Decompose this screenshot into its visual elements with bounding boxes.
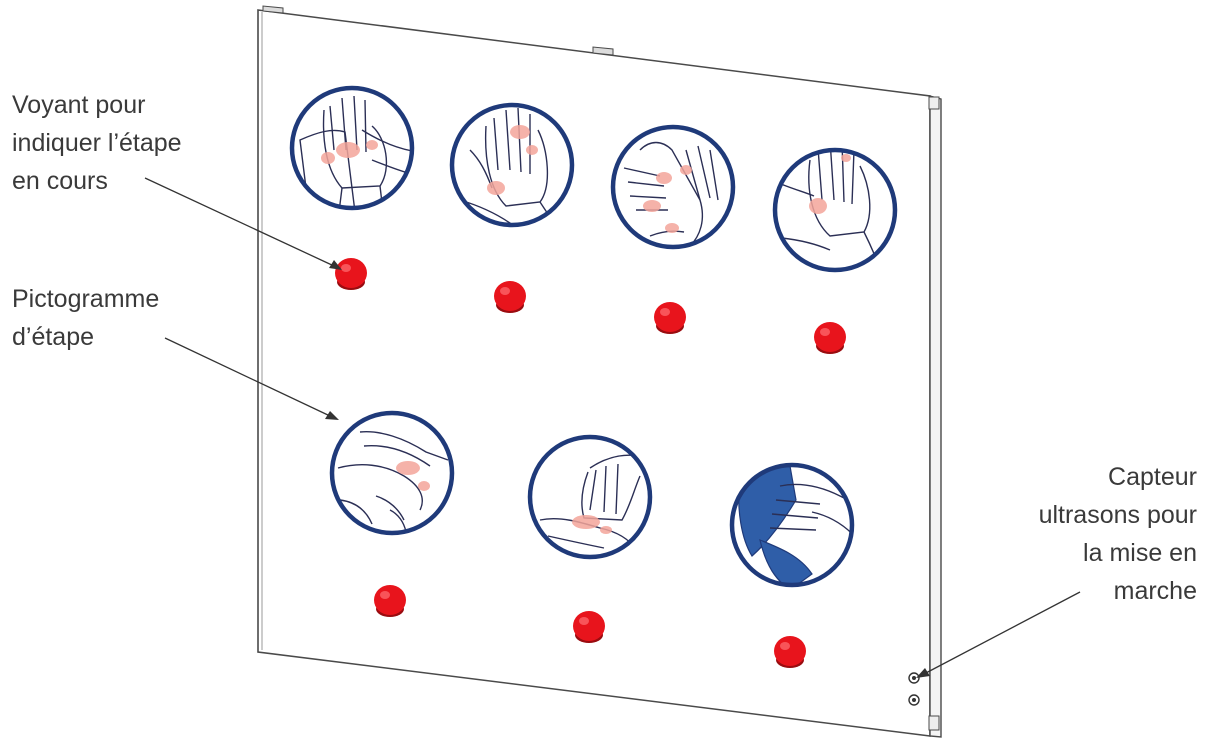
arrowhead-indicator <box>329 260 342 270</box>
interlaced-fingers-icon <box>610 124 736 250</box>
thumb-rub-icon <box>329 410 455 536</box>
led-indicator-icon <box>573 611 605 643</box>
led-indicator-icon <box>335 258 367 290</box>
callout-indicator-label: Voyant pour indiquer l’étape en cours <box>12 86 182 200</box>
corner-bracket-bottom <box>928 715 940 731</box>
panel-edge <box>929 95 942 738</box>
led-indicator-icon <box>654 302 686 334</box>
arrowhead-pictogram <box>325 411 339 420</box>
callout-sensor-line-3: la mise en <box>1083 539 1197 567</box>
callout-sensor-label: Capteur ultrasons pour la mise en marche <box>1039 458 1197 610</box>
leader-line-pictogram <box>164 337 331 417</box>
led-indicator-icon <box>374 585 406 617</box>
ultrasonic-sensor-icon <box>908 672 920 706</box>
led-indicator-icon <box>494 281 526 313</box>
leader-line-indicator <box>144 177 335 267</box>
callout-pictogram-line-2: d’étape <box>12 323 95 351</box>
corner-bracket-top <box>928 96 940 110</box>
callout-pictogram-label: Pictogramme d’étape <box>12 280 159 356</box>
arrowhead-sensor <box>916 668 930 678</box>
panel-body <box>257 5 942 738</box>
leader-line-sensor <box>923 591 1081 675</box>
callout-sensor-line-2: ultrasons pour <box>1038 501 1197 529</box>
back-of-hands-icon <box>449 102 575 228</box>
towel-dry-icon <box>729 462 855 588</box>
fingertips-icon <box>772 147 898 273</box>
callout-pictogram-line-1: Pictogramme <box>12 285 160 313</box>
top-bracket-left <box>262 5 284 14</box>
callout-indicator-line-3: en cours <box>12 167 108 195</box>
callout-sensor-line-1: Capteur <box>1108 463 1197 491</box>
callout-sensor-line-4: marche <box>1113 577 1197 605</box>
top-bracket-middle <box>592 46 614 56</box>
fingertips-in-palm-icon <box>527 434 653 560</box>
led-indicator-icon <box>774 636 806 668</box>
callout-indicator-line-1: Voyant pour <box>12 91 146 119</box>
leader-lines <box>144 177 1081 678</box>
callout-indicator-line-2: indiquer l’étape <box>12 129 182 157</box>
led-indicator-icon <box>814 322 846 354</box>
